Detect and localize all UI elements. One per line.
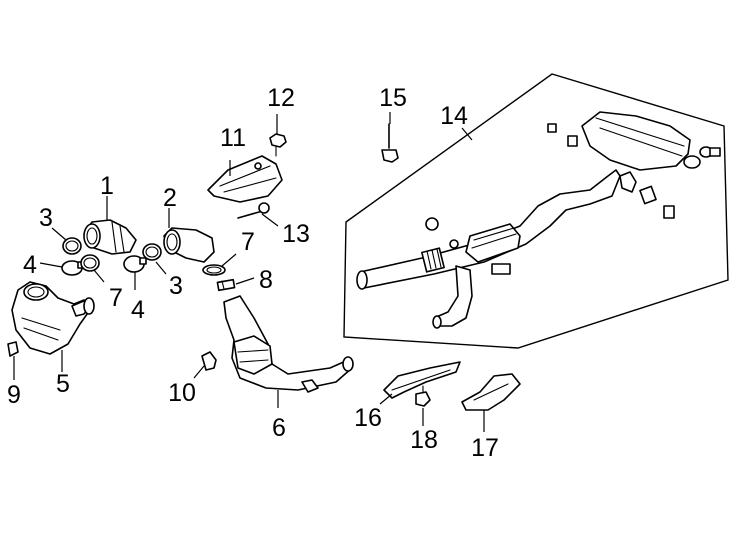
part-14-rear-exhaust-assembly[interactable] (356, 111, 721, 329)
callout-labels: 1 2 3 3 4 4 5 6 7 7 8 9 10 11 12 13 14 1… (7, 84, 499, 462)
part-16-heat-shield[interactable] (383, 361, 461, 399)
callout-2: 2 (163, 184, 177, 212)
part-12-bolt[interactable] (269, 133, 287, 157)
part-1-catalytic-converter[interactable] (83, 219, 137, 255)
callout-11: 11 (220, 124, 246, 152)
part-4-clamp-right[interactable] (123, 255, 147, 273)
part-17-heat-shield[interactable] (461, 373, 521, 411)
callout-3-left: 3 (39, 204, 53, 232)
callout-5: 5 (56, 370, 70, 398)
part-9-bracket[interactable] (7, 341, 19, 357)
part-8-connector[interactable] (216, 278, 236, 292)
part-11-heat-shield[interactable] (207, 155, 283, 203)
part-3-gasket-right[interactable] (142, 243, 162, 261)
callout-1: 1 (100, 172, 114, 200)
part-2-outlet-elbow[interactable] (163, 227, 215, 263)
part-7-gasket-right[interactable] (202, 264, 226, 276)
callout-14: 14 (440, 102, 468, 130)
callout-6: 6 (272, 414, 286, 442)
callout-4-left: 4 (23, 251, 37, 279)
part-13-stud[interactable] (237, 202, 270, 219)
callout-13: 13 (282, 220, 310, 248)
callout-3-right: 3 (169, 272, 183, 300)
callout-10: 10 (168, 379, 196, 407)
callout-8: 8 (259, 266, 273, 294)
callout-4-right: 4 (131, 296, 145, 324)
callout-9: 9 (7, 381, 21, 409)
part-15-bolt[interactable] (381, 123, 399, 163)
callout-7-right: 7 (241, 228, 255, 256)
leader-lines (13, 112, 485, 432)
part-7-gasket-left[interactable] (80, 254, 100, 272)
callout-17: 17 (471, 434, 499, 462)
callout-18: 18 (410, 426, 438, 454)
part-10-bracket[interactable] (201, 351, 217, 371)
callout-7-left: 7 (109, 284, 123, 312)
part-3-gasket-left[interactable] (62, 237, 82, 255)
callout-16: 16 (354, 404, 382, 432)
callout-12: 12 (267, 84, 295, 112)
part-18-nut[interactable] (415, 385, 431, 407)
callout-15: 15 (379, 84, 407, 112)
part-6-front-pipe[interactable] (223, 295, 354, 393)
part-5-front-downpipe[interactable] (11, 281, 95, 355)
